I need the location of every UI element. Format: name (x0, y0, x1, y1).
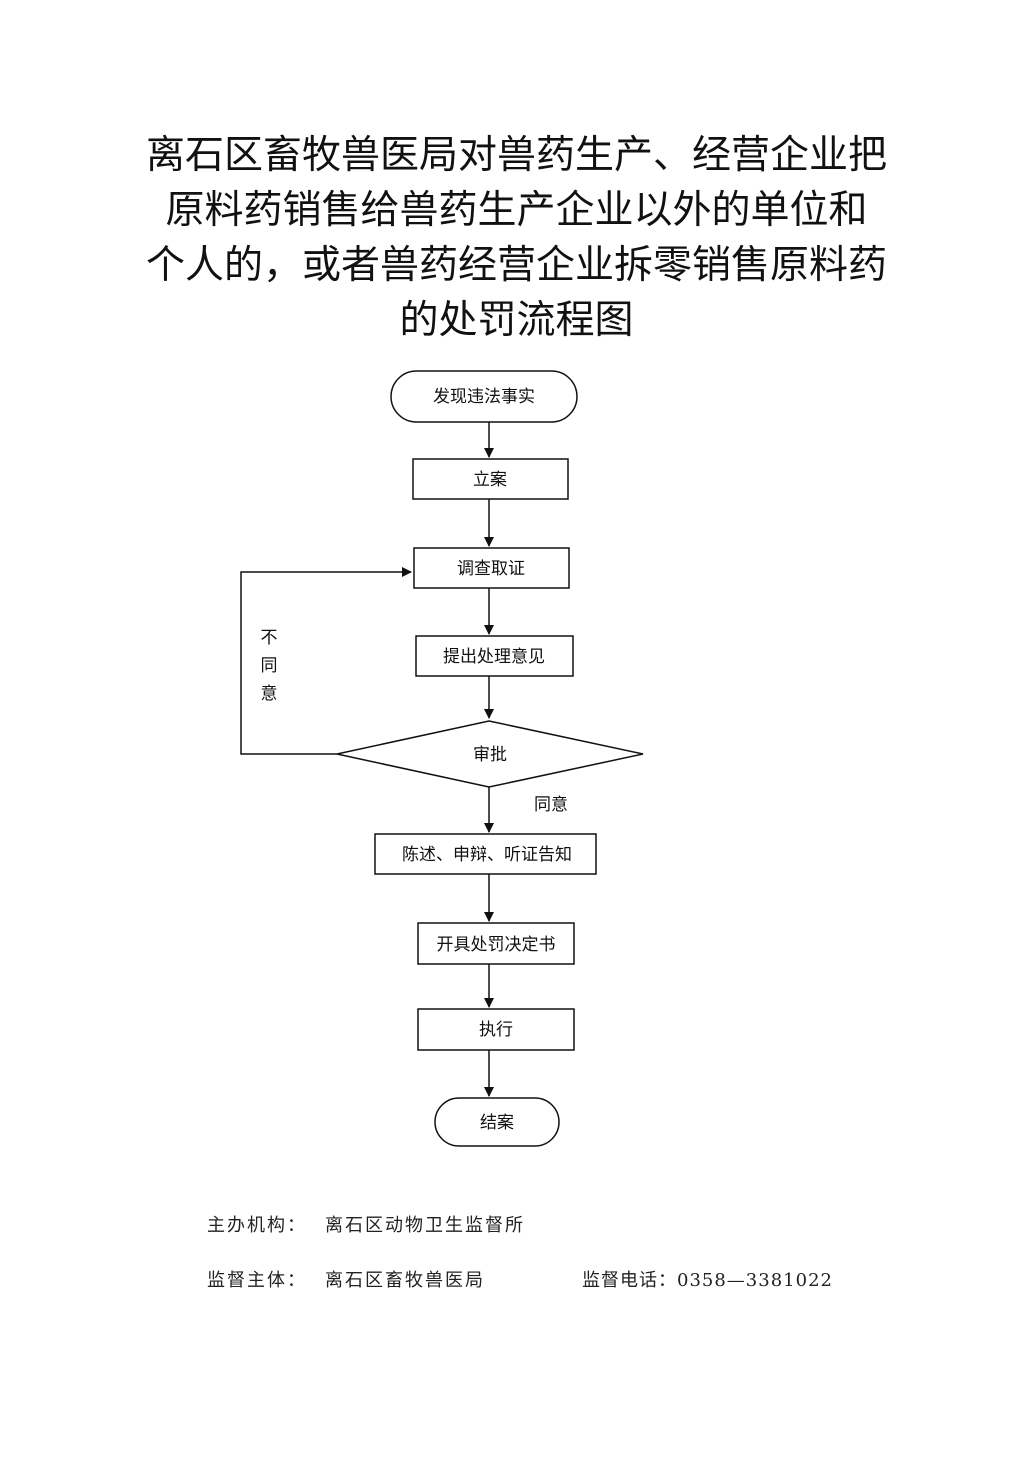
title-line-3: 个人的，或者兽药经营企业拆零销售原料药 (145, 243, 887, 288)
step5-label: 开具处罚决定书 (437, 935, 556, 955)
step2-label: 调查取证 (457, 559, 525, 579)
phone-row: 监督电话：0358—3381022 (582, 1266, 833, 1292)
decision-label: 审批 (473, 745, 507, 765)
step5-node: 开具处罚决定书 (417, 922, 575, 965)
host-row: 主办机构： 离石区动物卫生监督所 (207, 1211, 525, 1237)
decision-node: 审批 (336, 720, 644, 788)
step1-node: 立案 (412, 458, 569, 500)
approve-label: 同意 (534, 795, 568, 815)
step6-label: 执行 (479, 1020, 513, 1040)
reject-char-2: 同 (261, 656, 278, 676)
host-label: 主办机构： (207, 1215, 307, 1236)
title-line-2: 原料药销售给兽药生产企业以外的单位和 (165, 188, 868, 233)
end-label: 结案 (480, 1113, 514, 1133)
supervisor-row: 监督主体： 离石区畜牧兽医局 (207, 1266, 485, 1292)
step3-label: 提出处理意见 (443, 647, 545, 667)
step1-label: 立案 (473, 470, 507, 490)
step4-label: 陈述、申辩、听证告知 (402, 845, 572, 865)
supervisor-value: 离石区畜牧兽医局 (325, 1270, 485, 1291)
page-title: 离石区畜牧兽医局对兽药生产、经营企业把 原料药销售给兽药生产企业以外的单位和 个… (120, 128, 913, 348)
reject-char-3: 意 (261, 684, 278, 704)
supervisor-label: 监督主体： (207, 1270, 307, 1291)
phone-label: 监督电话： (582, 1270, 677, 1291)
step3-node: 提出处理意见 (415, 635, 574, 677)
step2-node: 调查取证 (413, 547, 570, 589)
arrow-reject-loop (240, 567, 412, 755)
step6-node: 执行 (417, 1008, 575, 1051)
end-node: 结案 (434, 1097, 560, 1147)
start-node: 发现违法事实 (390, 370, 578, 423)
step4-node: 陈述、申辩、听证告知 (374, 833, 597, 875)
flowchart: 发现违法事实 立案 调查取证 提出处理意见 审批 不 同 意 同意 陈述、申辩、… (240, 370, 644, 1147)
title-line-4: 的处罚流程图 (399, 298, 634, 343)
reject-char-1: 不 (261, 628, 278, 648)
host-value: 离石区动物卫生监督所 (325, 1215, 525, 1236)
reject-label: 不 同 意 (261, 628, 278, 704)
start-label: 发现违法事实 (433, 387, 535, 407)
phone-value: 0358—3381022 (677, 1270, 833, 1291)
title-line-1: 离石区畜牧兽医局对兽药生产、经营企业把 (145, 133, 887, 178)
